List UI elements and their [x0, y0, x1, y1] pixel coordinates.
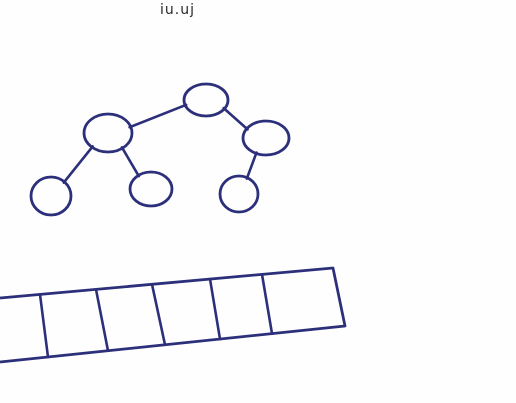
tree-edge-left-child-to-left-left-leaf — [62, 145, 95, 184]
tree-node-right-child — [241, 119, 291, 157]
tree-edge-right-child-to-right-left-leaf — [245, 151, 258, 180]
array-cell-5 — [210, 274, 272, 339]
array-divider-2 — [94, 288, 110, 353]
tree-edge-root-to-left-child — [128, 103, 188, 129]
array-cell-1 — [0, 294, 48, 362]
binary-tree — [29, 82, 291, 217]
array-divider-3 — [150, 283, 167, 347]
array-strip — [0, 266, 347, 364]
tree-edge-root-to-right-child — [222, 106, 249, 131]
array-divider-1 — [38, 293, 50, 359]
array-cell-6 — [262, 268, 345, 334]
array-cell-2 — [40, 289, 108, 357]
tree-node-left-left-leaf — [29, 175, 73, 217]
array-divider-4 — [208, 277, 222, 341]
tree-node-right-left-leaf — [218, 174, 260, 214]
tree-node-root — [182, 82, 230, 118]
tree-node-left-right-leaf — [128, 170, 174, 208]
header-scribble: iu.uj — [160, 2, 195, 18]
array-divider-5 — [260, 273, 274, 335]
array-outline — [0, 266, 347, 364]
tree-edge-left-child-to-left-right-leaf — [120, 146, 141, 178]
tree-node-left-child — [82, 112, 134, 154]
